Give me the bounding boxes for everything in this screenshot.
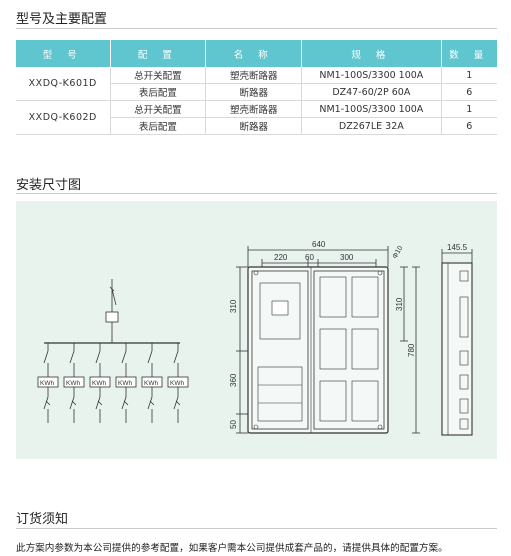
- kwh-meter-label: KWh: [92, 380, 106, 387]
- branch-switch-contact: [121, 350, 127, 364]
- dim-w2: 60: [305, 253, 314, 262]
- main-breaker-symbol: [105, 311, 119, 323]
- dim-w3: 300: [340, 253, 354, 262]
- right-door: [313, 270, 385, 430]
- side-view: 145.5: [441, 243, 473, 436]
- qty-cell: 6: [441, 117, 497, 135]
- section-divider: [16, 28, 497, 29]
- kwh-meter-label: KWh: [40, 380, 54, 387]
- order-note: 此方案内参数为本公司提供的参考配置，如果客户需本公司提供成套产品的，请提供具体的…: [16, 543, 448, 554]
- table-header-cell: 名 称: [205, 40, 303, 67]
- meter-window: [351, 328, 379, 370]
- installation-drawing: KWh KWh KWh KWh KWh KWh 640 220 60 300 Φ10 31…: [16, 201, 497, 459]
- dim-depth: 145.5: [447, 243, 468, 252]
- table-header-cell: 配 置: [110, 40, 207, 67]
- branch-switch-contact: [69, 350, 75, 364]
- qty-cell: 1: [441, 67, 497, 84]
- spec-cell: DZ267LE 32A: [301, 117, 442, 135]
- meter-window: [319, 380, 347, 422]
- dim-left-bottom: 50: [229, 420, 238, 429]
- branch-switch-contact: [173, 350, 179, 364]
- drawing-canvas: KWh KWh KWh KWh KWh KWh 640 220 60 300 Φ10 31…: [37, 240, 473, 436]
- kwh-meter-label: KWh: [66, 380, 80, 387]
- dim-hole: Φ10: [392, 245, 405, 260]
- table-header-cell: 型 号: [16, 40, 111, 67]
- section-title-model-config: 型号及主要配置: [16, 12, 108, 27]
- table-header-row: 型 号 配 置 名 称 规 格 数 量: [16, 40, 497, 67]
- dim-total-width: 640: [312, 240, 326, 249]
- cabinet-outline: [247, 266, 389, 434]
- dim-left-mid: 360: [229, 373, 238, 387]
- branch-breaker-contact: [43, 396, 49, 410]
- qty-cell: 6: [441, 83, 497, 101]
- branch-breaker-contact: [95, 396, 101, 410]
- model-cell: XXDQ-K601D: [16, 67, 111, 101]
- branch-switch-contact: [147, 350, 153, 364]
- branch-switch-contact: [43, 350, 49, 364]
- name-cell: 塑壳断路器: [205, 67, 303, 84]
- spec-cell: NM1-100S/3300 100A: [301, 100, 442, 118]
- config-cell: 表后配置: [110, 83, 207, 101]
- config-cell: 表后配置: [110, 117, 207, 135]
- left-door: [251, 270, 309, 430]
- section-title-install-dims: 安装尺寸图: [16, 178, 82, 193]
- section-divider: [16, 193, 497, 194]
- qty-cell: 1: [441, 100, 497, 118]
- kwh-meter-label: KWh: [170, 380, 184, 387]
- side-outline: [441, 262, 473, 436]
- config-cell: 总开关配置: [110, 100, 207, 118]
- dim-w1: 220: [274, 253, 288, 262]
- table-row: 表后配置 断路器 DZ47-60/2P 60A 6: [16, 83, 497, 101]
- dim-total-height: 780: [407, 343, 416, 357]
- main-switch-window: [271, 300, 289, 316]
- dim-left-top: 310: [229, 299, 238, 313]
- table-row: 表后配置 断路器 DZ267LE 32A 6: [16, 117, 497, 135]
- table-row: XXDQ-K602D 总开关配置 塑壳断路器 NM1-100S/3300 100…: [16, 100, 497, 135]
- branch-breaker-contact: [69, 396, 75, 410]
- table-header-cell: 规 格: [301, 40, 442, 67]
- branch-switch-contact: [95, 350, 101, 364]
- name-cell: 断路器: [205, 117, 303, 135]
- wiring-schematic: KWh KWh KWh KWh KWh KWh: [37, 279, 189, 423]
- name-cell: 断路器: [205, 83, 303, 101]
- dim-right-top: 310: [395, 297, 404, 311]
- table-row: XXDQ-K601D 总开关配置 塑壳断路器 NM1-100S/3300 100…: [16, 67, 497, 101]
- main-switch-contact: [111, 288, 117, 306]
- config-cell: 总开关配置: [110, 67, 207, 84]
- branch-breaker-contact: [173, 396, 179, 410]
- front-view: 640 220 60 300 Φ10 310 360 50 310: [229, 240, 420, 434]
- meter-window: [351, 380, 379, 422]
- branch-breaker-contact: [147, 396, 153, 410]
- spec-cell: NM1-100S/3300 100A: [301, 67, 442, 84]
- kwh-meter-label: KWh: [118, 380, 132, 387]
- meter-window: [319, 276, 347, 318]
- meter-window: [351, 276, 379, 318]
- kwh-meter-label: KWh: [144, 380, 158, 387]
- meter-window: [319, 328, 347, 370]
- model-cell: XXDQ-K602D: [16, 100, 111, 135]
- table-header-cell: 数 量: [441, 40, 497, 67]
- section-title-order-notes: 订货须知: [16, 512, 69, 527]
- name-cell: 塑壳断路器: [205, 100, 303, 118]
- model-config-table: 型 号 配 置 名 称 规 格 数 量 XXDQ-K601D 总开关配置 塑壳断…: [16, 40, 497, 135]
- spec-cell: DZ47-60/2P 60A: [301, 83, 442, 101]
- branch-breaker-contact: [121, 396, 127, 410]
- section-divider: [16, 528, 497, 529]
